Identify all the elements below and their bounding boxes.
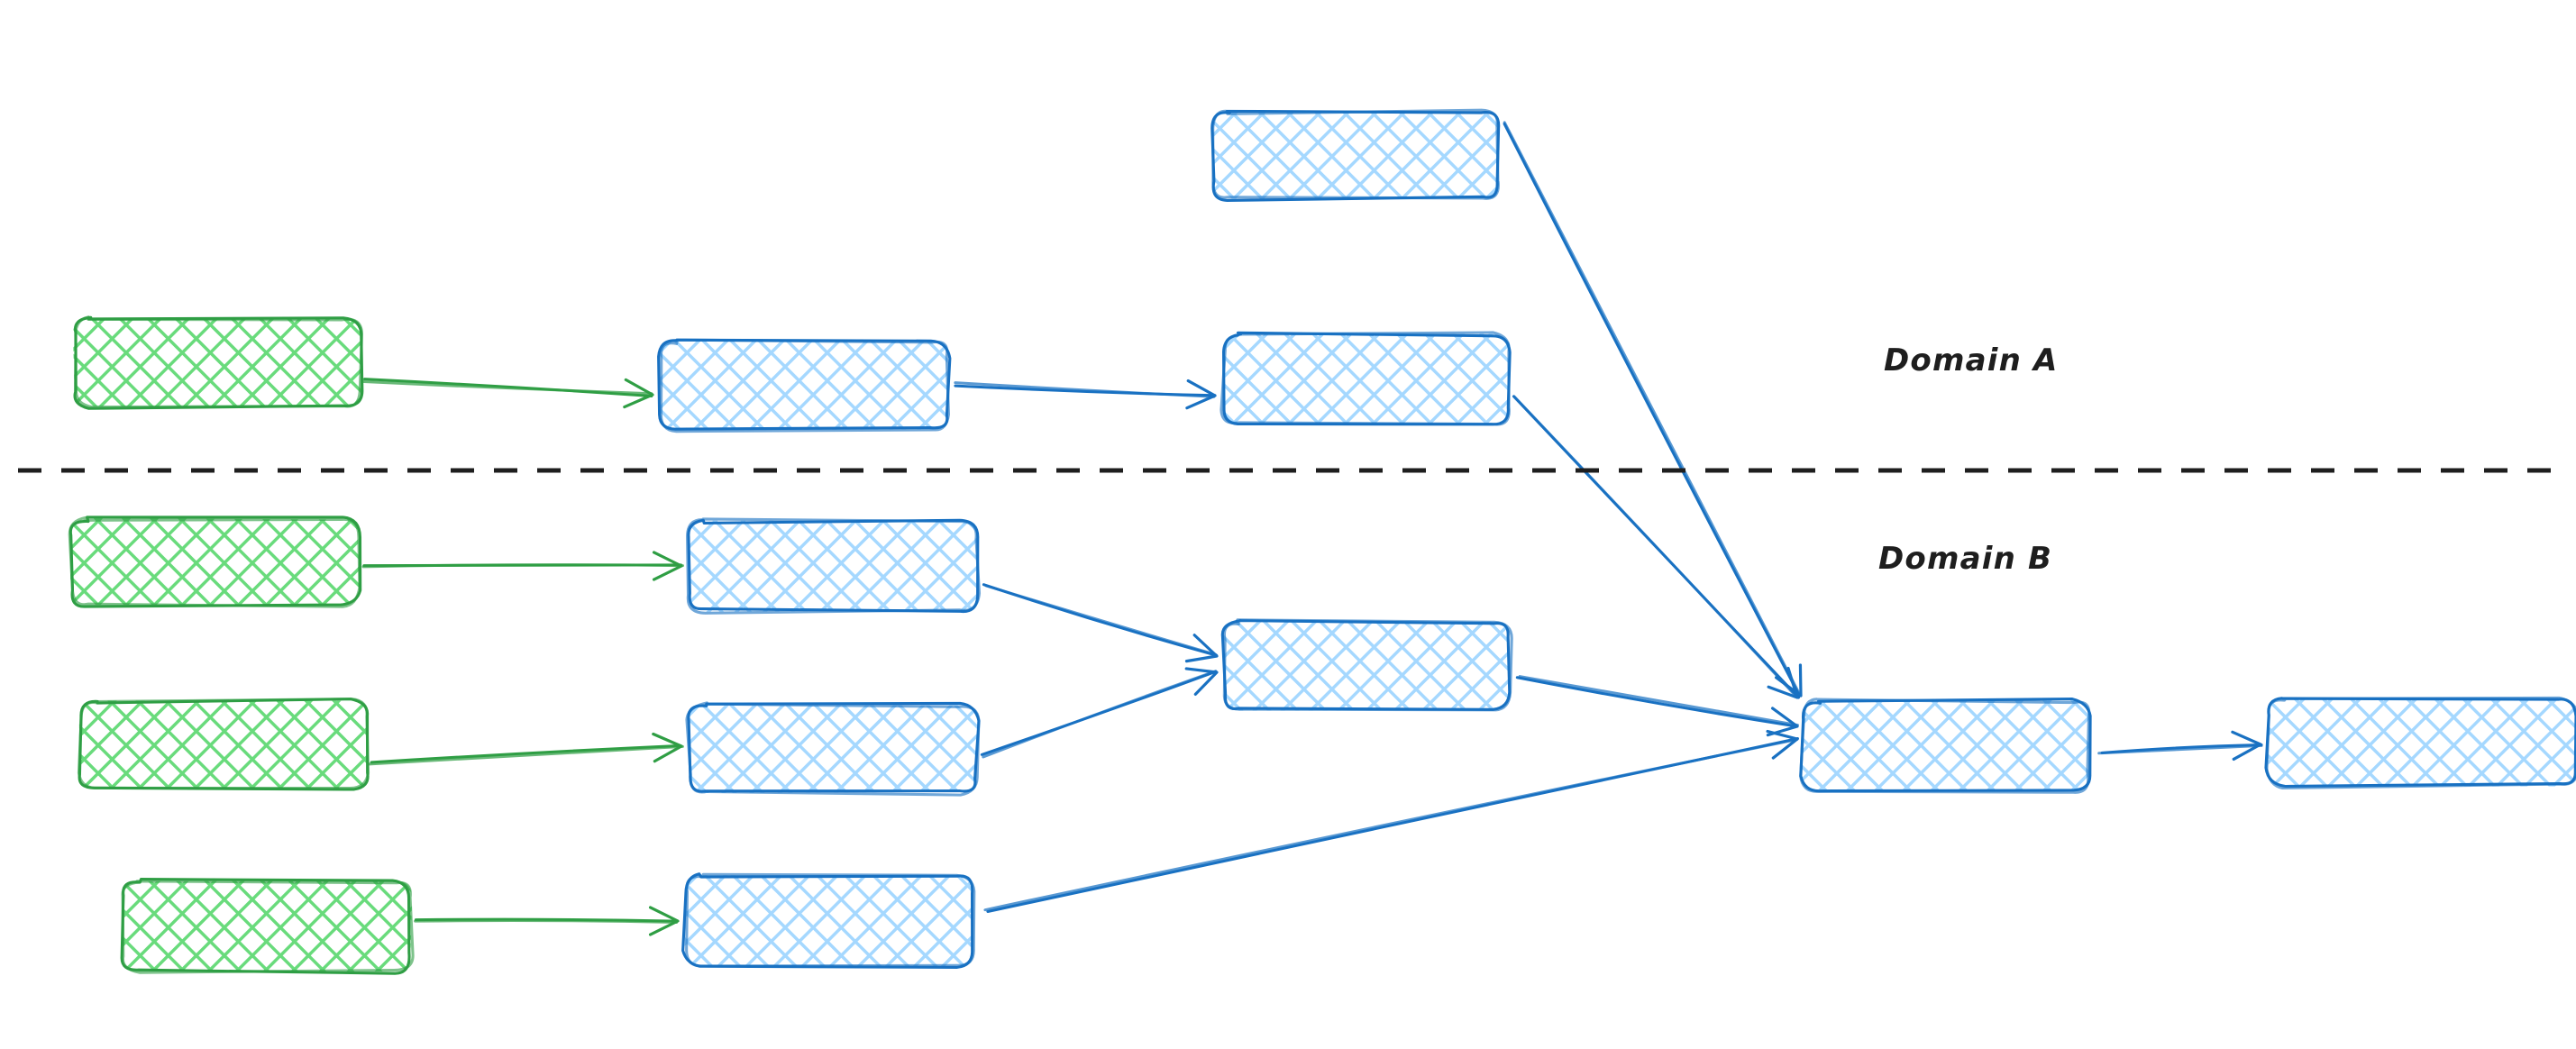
edge-line — [414, 919, 679, 924]
edge-line — [361, 563, 684, 569]
node-outline-source-b1 — [68, 515, 361, 608]
node-outline-process-a3 — [1211, 108, 1500, 200]
edge-sink-b1-to-output-b1[interactable] — [2097, 730, 2263, 762]
node-outline-process-a2 — [1219, 331, 1511, 426]
edge-process-b1-to-merge-b1[interactable] — [982, 583, 1219, 663]
edge-arrowhead — [2231, 730, 2262, 762]
node-source-b1[interactable] — [68, 515, 362, 608]
edge-process-b3-to-sink-b1[interactable] — [983, 729, 1799, 913]
edge-process-a3-to-sink-b1[interactable] — [1503, 121, 1803, 698]
edge-line — [1503, 121, 1802, 696]
edge-arrowhead — [1184, 667, 1219, 696]
node-fill-process-b1 — [688, 520, 977, 613]
edge-process-b2-to-merge-b1[interactable] — [980, 667, 1219, 759]
node-fill-source-a1 — [72, 317, 361, 407]
node-outline-source-b2 — [77, 698, 370, 790]
node-output-b1[interactable] — [2264, 696, 2576, 790]
edge-line — [984, 584, 1218, 656]
edge-merge-b1-to-sink-b1[interactable] — [1515, 675, 1799, 737]
node-sink-b1[interactable] — [1799, 698, 2092, 794]
node-process-a1[interactable] — [657, 338, 952, 433]
node-fill-source-b2 — [78, 699, 369, 790]
node-process-a3[interactable] — [1210, 108, 1501, 202]
edge-line — [362, 380, 653, 396]
node-fill-source-b3 — [121, 880, 413, 971]
node-fill-source-b1 — [69, 518, 360, 606]
edge-line — [370, 743, 682, 764]
edge-line — [1518, 675, 1799, 727]
node-process-a2[interactable] — [1219, 331, 1512, 426]
node-fill-sink-b1 — [1801, 699, 2090, 792]
node-outline-source-b3 — [121, 880, 415, 974]
domain-a-label: Domain A — [1884, 342, 2059, 379]
node-fill-process-b2 — [688, 705, 978, 793]
node-source-b2[interactable] — [77, 698, 370, 791]
edge-arrowhead — [652, 551, 683, 581]
edge-line — [983, 737, 1799, 912]
node-merge-b1[interactable] — [1220, 618, 1513, 712]
edge-arrowhead — [1766, 707, 1799, 737]
edge-arrowhead — [648, 906, 680, 936]
edge-source-b2-to-process-b2[interactable] — [368, 732, 684, 766]
edge-line — [368, 744, 684, 766]
node-outline-sink-b1 — [1799, 698, 2091, 794]
node-source-a1[interactable] — [72, 315, 364, 410]
edge-arrowhead — [652, 732, 683, 763]
node-process-b1[interactable] — [686, 517, 982, 615]
edge-line — [2097, 743, 2263, 755]
edge-process-a1-to-process-a2[interactable] — [954, 379, 1217, 410]
edge-line — [1515, 676, 1798, 728]
edge-arrowhead — [1766, 729, 1799, 760]
domain-b-label: Domain B — [1878, 541, 2053, 577]
node-outline-process-b1 — [686, 517, 982, 615]
node-fill-output-b1 — [2268, 698, 2576, 787]
edge-line — [982, 670, 1218, 759]
node-process-b2[interactable] — [685, 701, 981, 797]
node-process-b3[interactable] — [681, 872, 976, 969]
edge-source-b1-to-process-b1[interactable] — [361, 551, 684, 581]
node-outline-source-a1 — [74, 315, 364, 409]
node-fill-process-a3 — [1212, 112, 1500, 199]
edge-process-a2-to-sink-b1[interactable] — [1512, 395, 1800, 699]
edge-source-a1-to-process-a1[interactable] — [362, 378, 654, 409]
edge-line — [1512, 395, 1798, 698]
node-layer — [68, 108, 2576, 975]
node-fill-merge-b1 — [1222, 621, 1510, 711]
edge-arrowhead — [1767, 666, 1799, 699]
node-outline-process-a1 — [659, 338, 951, 433]
edge-layer — [361, 121, 2263, 936]
node-outline-process-b2 — [685, 701, 981, 797]
edge-arrowhead — [623, 378, 654, 409]
edge-line — [954, 381, 1216, 398]
edge-arrowhead — [1185, 379, 1217, 410]
node-fill-process-a1 — [659, 340, 948, 431]
node-outline-process-b3 — [685, 872, 976, 968]
node-fill-process-b3 — [684, 874, 974, 967]
node-outline-merge-b1 — [1222, 618, 1513, 712]
node-outline-output-b1 — [2265, 696, 2576, 790]
edge-source-b3-to-process-b3[interactable] — [414, 906, 680, 936]
edge-arrowhead — [1184, 634, 1219, 663]
node-fill-process-a2 — [1222, 333, 1512, 424]
node-source-b3[interactable] — [120, 878, 415, 975]
